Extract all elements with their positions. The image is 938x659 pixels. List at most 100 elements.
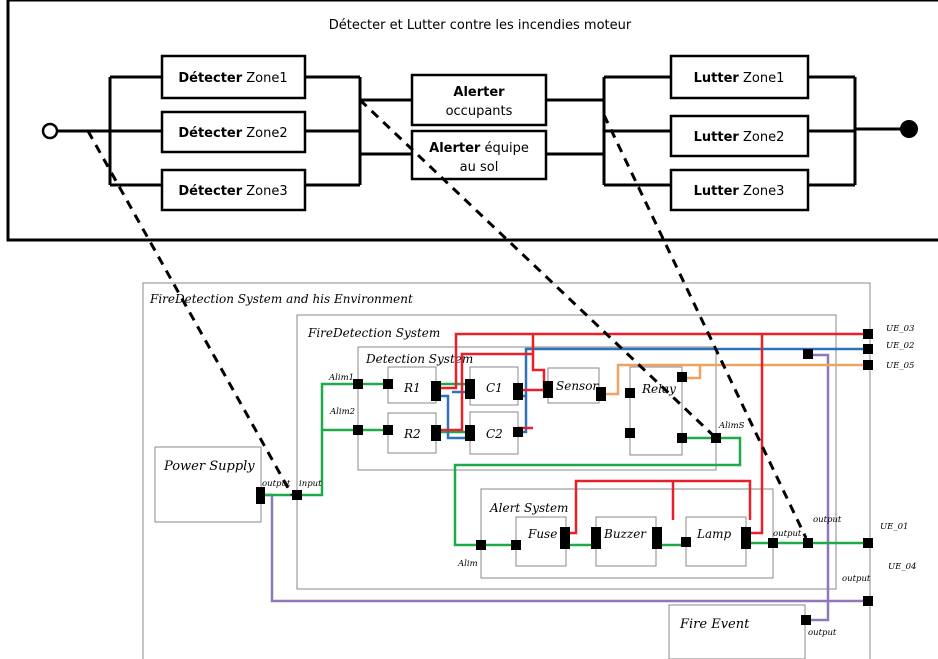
sensor-out-port [596, 387, 606, 401]
buzzer-out-port [652, 527, 662, 549]
ue01-port [863, 538, 873, 548]
alim1-label: Alim1 [328, 373, 354, 383]
alert-output-label: output [773, 529, 802, 539]
detect-zone2-label: Détecter Zone2 [178, 126, 287, 141]
trace-fight-to-output [602, 114, 808, 539]
alim2-port [353, 425, 363, 435]
lamp-box [685, 516, 747, 567]
ue05-port [863, 360, 873, 370]
functional-diagram: Détecter et Lutter contre les incendies … [6, 0, 938, 242]
ue04-label: UE_04 [888, 562, 916, 572]
fight-zone3-box [669, 168, 810, 212]
r2-box [387, 412, 437, 454]
alert-title: Alert System [489, 501, 568, 515]
fds-out-port [803, 538, 813, 548]
r2-out-port [431, 425, 441, 441]
power-supply-box [154, 446, 262, 523]
ue05-label: UE_05 [886, 361, 914, 371]
buzzer-label: Buzzer [603, 527, 647, 541]
buzzer-box [595, 516, 657, 567]
alert-ground-label-1: Alerter équipe [429, 141, 529, 156]
fight-zone1-label: Lutter Zone1 [694, 71, 785, 86]
detection-title: Detection System [365, 352, 473, 366]
alert-out-port [768, 538, 778, 548]
alert-alim-port [476, 540, 486, 550]
detect-zone1-label: Détecter Zone1 [178, 71, 287, 86]
r1-label: R1 [403, 381, 421, 395]
detect-zone1-box [160, 54, 307, 100]
c2-label: C2 [486, 427, 503, 441]
detect-zone2-box [160, 110, 307, 154]
relay-out-port [677, 372, 687, 382]
fire-event-output-port [801, 615, 811, 625]
trace-alert-to-relay [358, 98, 718, 440]
power-output-port [256, 487, 265, 504]
ue03-port [863, 329, 873, 339]
end-node [900, 120, 918, 138]
environment-frame [142, 282, 871, 659]
fight-zone2-box [669, 114, 810, 158]
fight-zone2-label: Lutter Zone2 [694, 130, 785, 145]
ue04-port [863, 596, 873, 606]
red-wires [436, 332, 868, 535]
relay-out2-port [677, 433, 687, 443]
fire-event-output-label: output [808, 628, 837, 638]
fds-output-label: output [813, 515, 842, 525]
c1-out-port [513, 383, 523, 400]
input-label: input [299, 479, 322, 489]
functional-title: Détecter et Lutter contre les incendies … [329, 18, 632, 33]
fire-event-label: Fire Event [679, 617, 750, 632]
sensor-label: Sensor [556, 379, 599, 393]
alims-label: AlimS [718, 421, 745, 431]
c1-label: C1 [486, 381, 503, 395]
fds-ue02-port [803, 349, 813, 359]
environment-title: FireDetection System and his Environment [149, 292, 413, 306]
c2-out-port [513, 427, 523, 437]
power-output-label: output [262, 479, 291, 489]
r2-label: R2 [403, 427, 421, 441]
c1b-in-port [465, 425, 475, 441]
start-node [41, 122, 59, 140]
relay-in2-port [625, 428, 635, 438]
alert-occupants-label-1: Alerter [453, 85, 505, 100]
fuse-out-port [560, 527, 570, 549]
sensor-in-port [543, 381, 553, 398]
alims-port [711, 433, 721, 443]
fight-zone3-label: Lutter Zone3 [694, 184, 785, 199]
ue02-label: UE_02 [886, 341, 914, 351]
buzzer-in-port [591, 527, 601, 549]
r1-box [387, 366, 437, 404]
detection-frame [357, 346, 717, 471]
c1-box [469, 366, 519, 406]
fight-zone1-box [669, 54, 810, 100]
alim2-label: Alim2 [329, 407, 355, 417]
fuse-box [515, 516, 567, 567]
firedetection-frame [296, 314, 837, 590]
firedetection-title: FireDetection System [307, 326, 440, 340]
trace-detect-to-power [86, 130, 294, 496]
r1-in-port [383, 379, 393, 389]
relay-label: Relay [641, 382, 676, 396]
fuse-label: Fuse [527, 527, 557, 541]
alert-alim-label: Alim [457, 559, 478, 569]
detect-zone3-box [160, 168, 307, 212]
c2-box [469, 411, 519, 455]
architecture-diagram: FireDetection System and his Environment… [142, 282, 916, 659]
alert-occupants-box [410, 73, 548, 127]
c1-in-port [465, 379, 475, 399]
orange-wires [599, 363, 868, 396]
lamp-in-port [681, 537, 691, 547]
ue04-output-label: output [842, 574, 871, 584]
alert-frame [480, 488, 774, 579]
fds-input-port [292, 490, 302, 500]
alert-ground-label-2: au sol [460, 160, 499, 175]
lamp-label: Lamp [696, 527, 732, 541]
detect-zone3-label: Détecter Zone3 [178, 184, 287, 199]
r1-out-port [431, 381, 441, 401]
functional-frame [6, 0, 938, 242]
fire-event-box [668, 604, 806, 659]
alert-occupants-label-2: occupants [446, 104, 513, 119]
r2-in-port [383, 425, 393, 435]
ue01-label: UE_01 [880, 522, 908, 532]
